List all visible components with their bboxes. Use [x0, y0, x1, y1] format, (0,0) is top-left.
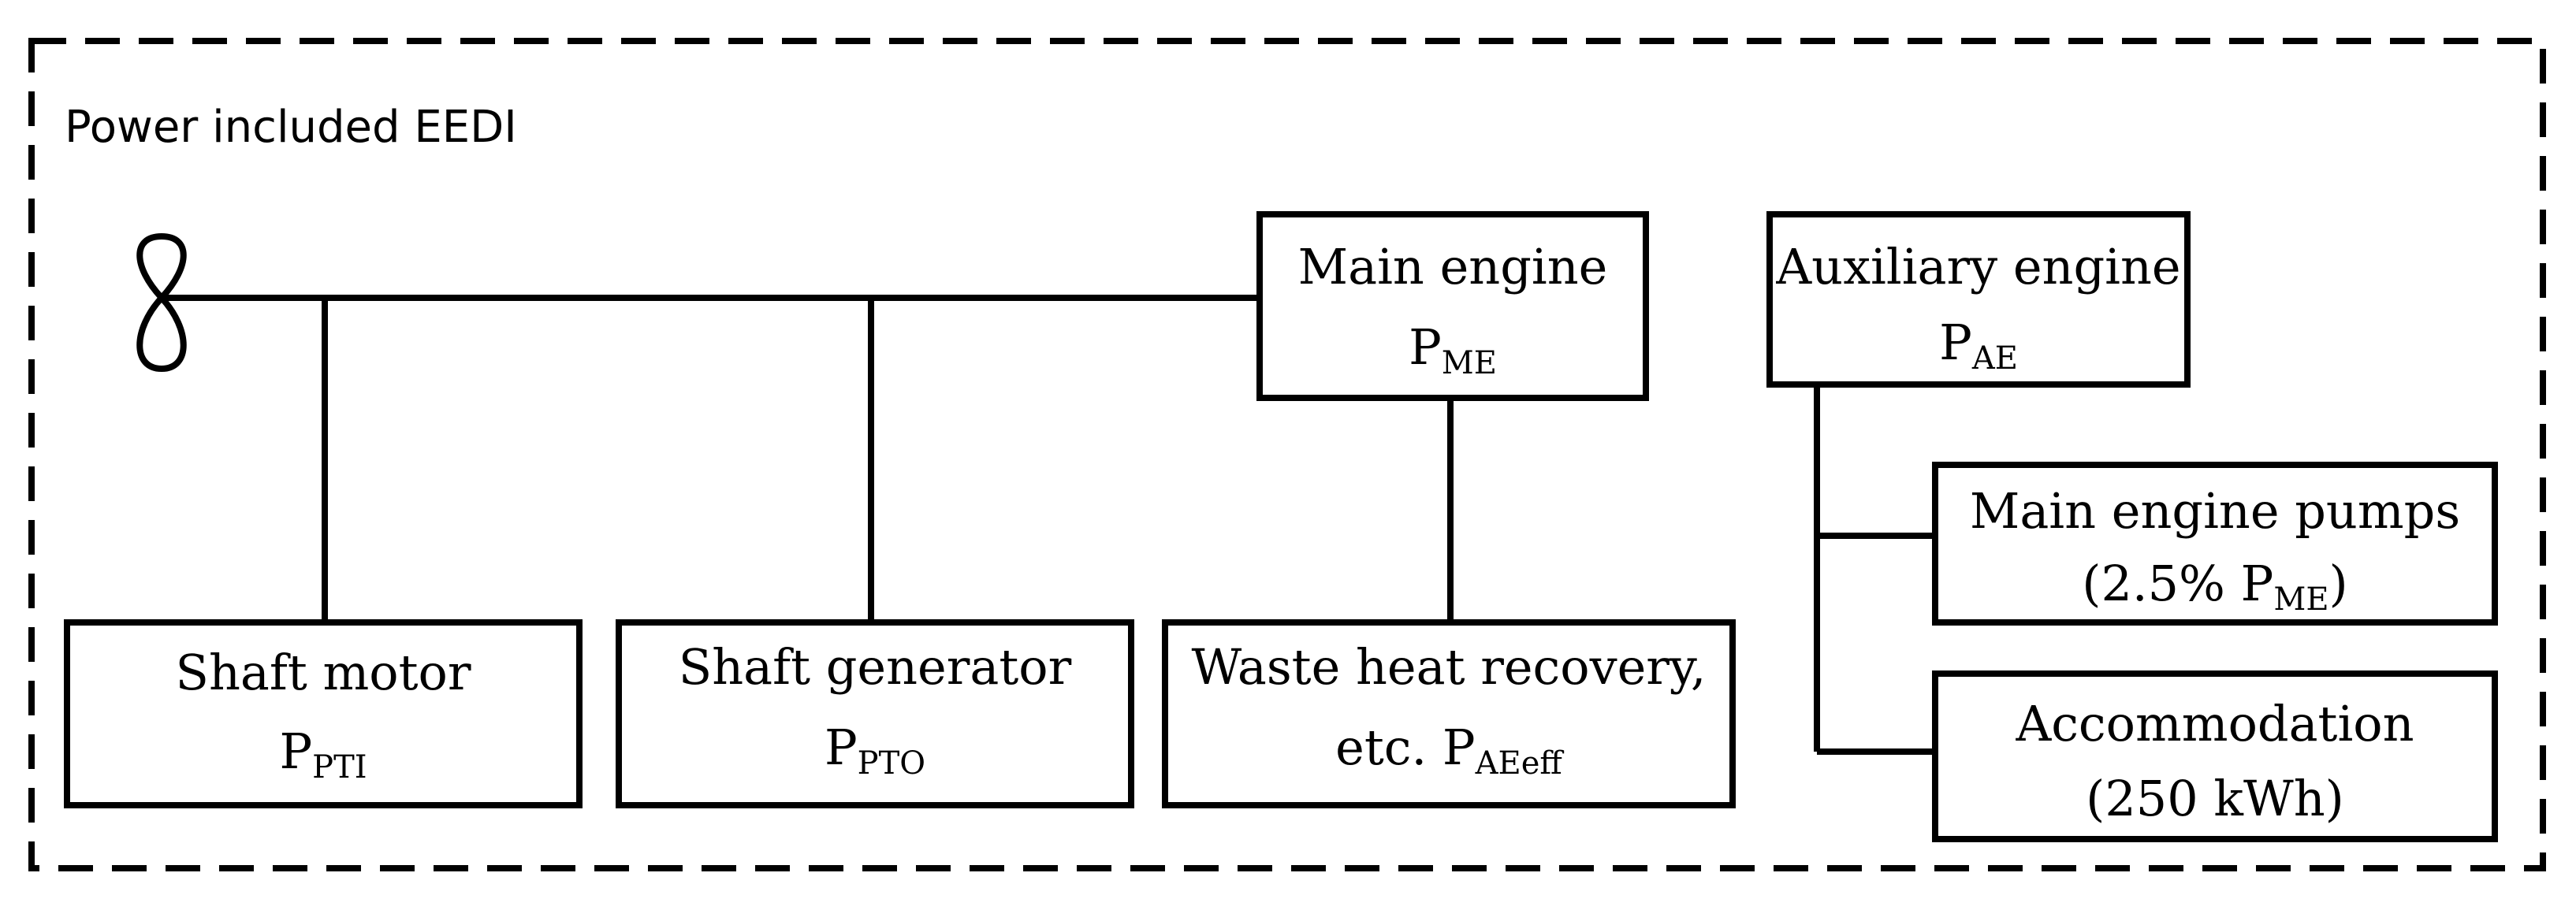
svg-text:PME: PME [1409, 318, 1497, 381]
svg-text:(250 kWh): (250 kWh) [2086, 770, 2344, 827]
main-engine-pumps-block: Main engine pumps (2.5% PME) [1932, 462, 2498, 626]
svg-text:Accommodation: Accommodation [2015, 695, 2414, 752]
svg-text:Main engine pumps: Main engine pumps [1970, 482, 2460, 540]
svg-text:Main engine: Main engine [1298, 238, 1608, 295]
waste-heat-recovery-block: Waste heat recovery, etc. PAEeff [1162, 619, 1736, 808]
svg-text:Waste heat recovery,: Waste heat recovery, [1192, 638, 1707, 696]
svg-text:Shaft motor: Shaft motor [176, 644, 471, 701]
svg-text:etc. PAEeff: etc. PAEeff [1335, 719, 1564, 782]
boundary-label: Power included EEDI [65, 102, 517, 153]
svg-text:Shaft generator: Shaft generator [679, 638, 1072, 696]
shaft-generator-block: Shaft generator PPTO [616, 619, 1134, 808]
auxiliary-engine-block: Auxiliary engine PAE [1766, 211, 2191, 388]
main-engine-block: Main engine PME [1256, 211, 1649, 401]
svg-text:PPTO: PPTO [825, 719, 925, 782]
svg-text:(2.5% PME): (2.5% PME) [2082, 555, 2348, 618]
eedi-boundary [28, 38, 2546, 871]
propeller-icon [136, 232, 187, 373]
svg-text:PAE: PAE [1939, 314, 2018, 377]
shaft-motor-block: Shaft motor PPTI [64, 619, 583, 808]
accommodation-block: Accommodation (250 kWh) [1932, 670, 2498, 842]
svg-text:Auxiliary engine: Auxiliary engine [1775, 238, 2180, 295]
svg-text:PPTI: PPTI [279, 722, 367, 786]
